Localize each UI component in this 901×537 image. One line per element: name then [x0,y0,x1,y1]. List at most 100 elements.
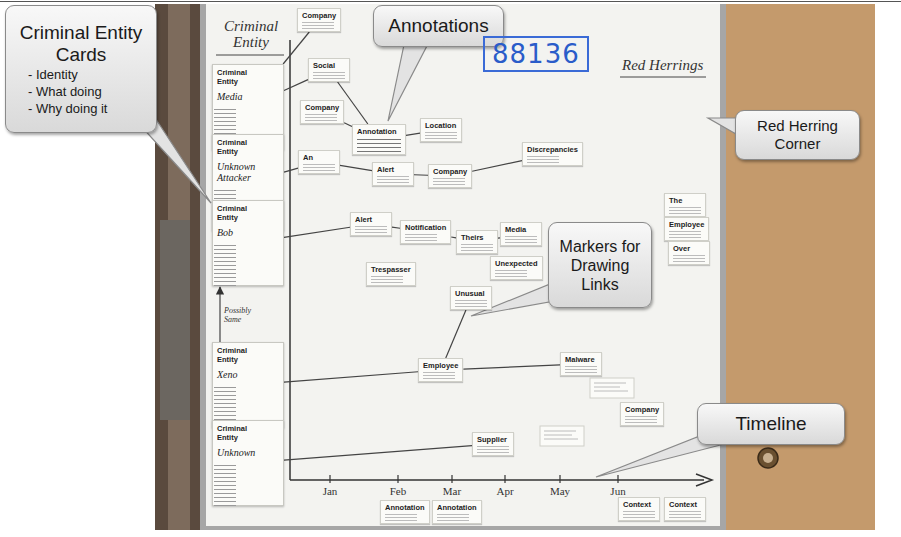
card-scribble [433,176,465,185]
month-label: Feb [390,485,407,498]
number-box: 88136 [483,36,589,72]
card-scribble [437,512,469,521]
card-scribble [669,205,701,214]
card-scribble [623,509,655,518]
door-frame [155,4,201,530]
card-scribble [313,70,345,79]
card-heading: Alert [377,165,409,174]
month-label: Apr [496,485,513,498]
link-line [463,365,560,369]
link-line [284,80,308,91]
card-scribble [355,224,387,233]
callout-box: Red Herring Corner [735,110,860,160]
blank-card [540,426,584,446]
card-scribble [461,242,493,251]
card-heading: Media [505,225,537,234]
card-scribble [669,229,701,238]
event-card: Alert [350,212,392,236]
event-card: Social [308,58,350,82]
card-heading: Company [433,167,467,176]
door-knob [758,448,778,468]
event-card: Alert [372,162,414,186]
card-heading: Employee [669,220,704,229]
card-scribble [455,298,487,307]
card-scribble [302,20,334,29]
callout-text: Red Herring Corner [742,117,853,153]
wall [155,4,875,530]
tick [397,475,398,483]
card-scribble [425,130,457,139]
card-heading: Company [302,11,336,20]
link-line [392,227,400,228]
timeline-axis [290,479,704,481]
entity-card: Criminal EntityUnknown [212,420,284,506]
link-line [219,287,220,342]
card-heading: Company [305,103,339,112]
card-scribble [565,364,597,373]
callout-box: Timeline [697,403,845,445]
vertical-axis [289,40,291,480]
card-heading: Context [623,500,655,509]
event-card: Unexpected [490,256,543,280]
month-label: Jun [610,485,625,498]
card-scribble [544,383,628,439]
event-card: Annotation [380,500,430,524]
link-line [284,372,418,382]
card-heading: Employee [423,361,458,370]
entity-name: Bob [217,227,257,238]
callout-list-item: - What doing [12,83,150,100]
annotation-card: Annotation [352,124,406,155]
card-scribble [669,509,701,518]
month-label: Jan [323,485,338,498]
dark-panel [160,220,190,420]
event-card: Context [618,497,660,521]
timeline-arrowhead [696,474,712,486]
event-card: Notification [400,220,451,244]
link-line [284,227,350,237]
card-scribble [527,154,559,163]
link-line [406,133,420,135]
card-heading: Annotation [437,503,477,512]
card-heading: Trespasser [371,265,411,274]
card-heading: Unusual [455,289,487,298]
entity-name: Media [217,91,257,102]
tick [559,475,560,483]
card-heading: Criminal Entity [217,346,255,364]
callout-text: Markers for Drawing Links [555,237,645,294]
card-heading: An [303,153,335,162]
link-line [284,446,472,461]
tick [329,475,330,483]
event-card: Trespasser [366,262,416,286]
card-heading: The [669,196,701,205]
card-heading: Notification [405,223,446,232]
card-heading: Criminal Entity [217,204,255,222]
card-heading: Annotation [385,503,425,512]
case-number: 88136 [492,39,580,69]
link-line [446,310,466,358]
event-card: Company [428,164,472,188]
card-heading: Context [669,500,701,509]
month-label: May [550,485,570,498]
event-card: Unusual [450,286,492,310]
event-card: Company [620,402,664,426]
entity-name: Unknown [217,447,257,458]
event-card: An [298,150,340,174]
board-heading: Criminal Entity [218,18,284,50]
card-scribble [673,253,705,262]
header-underline [216,55,284,56]
link-line [344,123,352,127]
card-scribble [625,414,657,423]
card-scribble [214,462,236,506]
event-card: Company [300,100,344,124]
link-label: Possibly Same [224,306,258,324]
callout-list-item: - Identity [12,66,150,83]
card-heading: Alert [355,215,387,224]
card-scribble [385,512,417,521]
entity-name: Unknown Attacker [217,161,257,183]
header-underline [620,77,706,78]
board-frame [200,4,726,530]
card-scribble [477,444,509,453]
card-heading: Social [313,61,345,70]
